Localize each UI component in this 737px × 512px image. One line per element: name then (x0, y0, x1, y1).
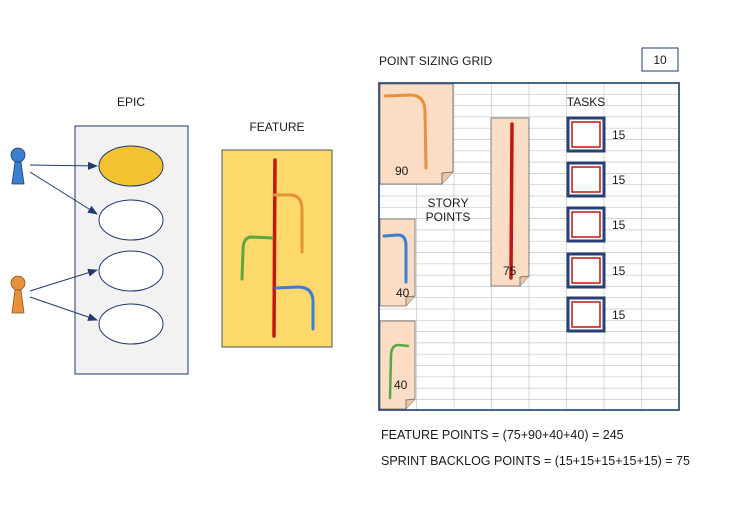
story-oval-2 (98, 199, 164, 241)
story-card-75-value: 75 (503, 264, 517, 278)
sprint-backlog-formula: SPRINT BACKLOG POINTS = (15+15+15+15+15)… (381, 454, 690, 468)
story-card-40-green: 40 (379, 320, 416, 410)
story-card-75: 75 (490, 117, 530, 287)
arrow-actor2-story4 (29, 296, 98, 321)
story-card-40-blue: 40 (379, 218, 416, 307)
feature-title: FEATURE (249, 120, 304, 134)
arrow-actor1-story1 (29, 161, 98, 170)
feature-green-story (240, 235, 274, 281)
task-list: 15 15 15 15 15 (566, 116, 626, 333)
task-box-5-value: 15 (612, 308, 626, 322)
task-box-3-value: 15 (612, 218, 626, 232)
arrow-actor2-story3 (29, 268, 98, 292)
task-box-4: 15 (566, 252, 626, 289)
story-oval-4 (98, 303, 164, 345)
story-card-40-blue-value: 40 (396, 286, 410, 300)
story-points-label-line2: POINTS (426, 210, 471, 224)
task-box-2-value: 15 (612, 173, 626, 187)
task-box-3: 15 (566, 206, 626, 243)
story-oval-3 (98, 250, 164, 292)
tasks-label: TASKS (567, 95, 605, 109)
actor-orange-icon (10, 275, 26, 314)
cell-size-value: 10 (653, 53, 667, 67)
task-box-1-value: 15 (612, 128, 626, 142)
grid-title: POINT SIZING GRID (379, 54, 492, 68)
feature-points-formula: FEATURE POINTS = (75+90+40+40) = 245 (381, 428, 624, 442)
story-points-label-line1: STORY (428, 196, 469, 210)
task-box-2: 15 (566, 161, 626, 198)
task-box-1: 15 (566, 116, 626, 153)
story-card-90-value: 90 (395, 164, 409, 178)
story-card-40-green-value: 40 (394, 378, 408, 392)
feature-orange-story (272, 193, 304, 254)
task-box-4-value: 15 (612, 264, 626, 278)
arrow-actor1-story2 (29, 171, 98, 215)
story-oval-1 (98, 145, 164, 187)
feature-box (221, 149, 333, 348)
cell-size-box (641, 47, 679, 72)
feature-epic-line (272, 158, 277, 338)
actor-blue-icon (10, 147, 26, 185)
story-card-90: 90 (379, 83, 454, 185)
task-box-5: 15 (566, 296, 626, 333)
epic-title: EPIC (117, 95, 145, 109)
feature-blue-story (274, 285, 315, 331)
